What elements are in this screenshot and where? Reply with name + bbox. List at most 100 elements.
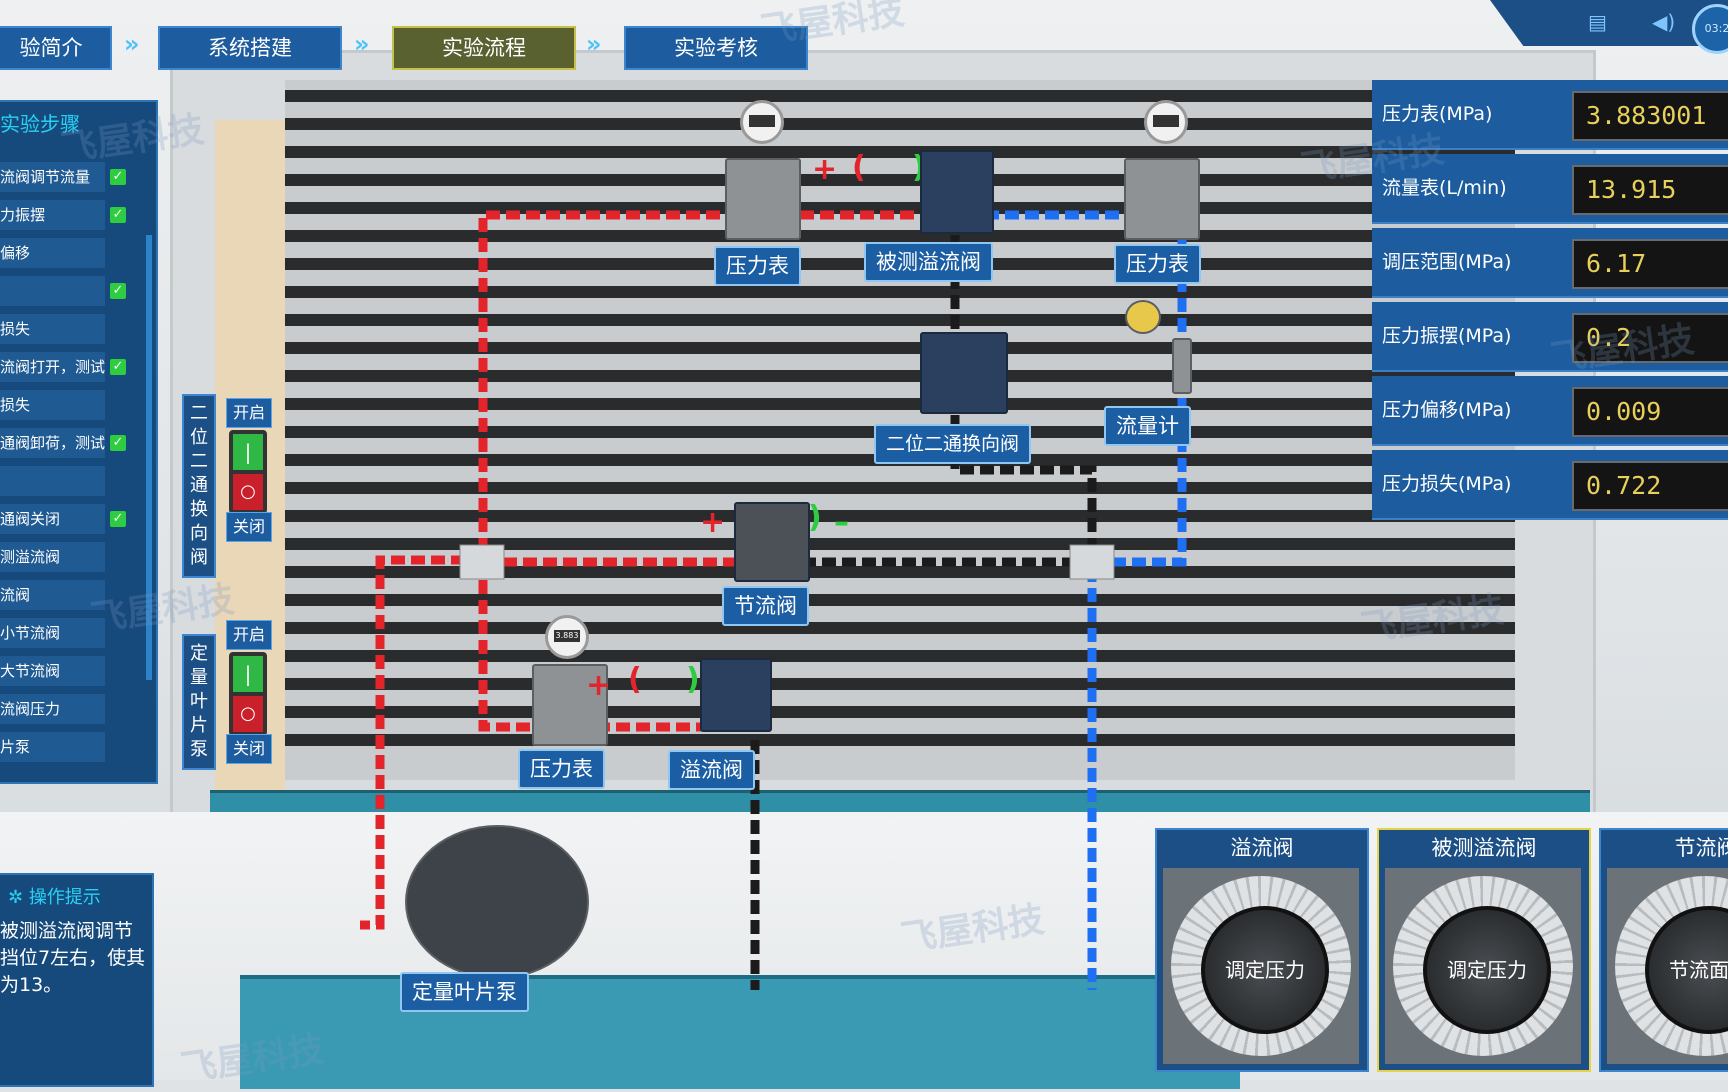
directional-valve[interactable] [920, 332, 1008, 414]
board-slat [285, 174, 1515, 186]
dial-face: 调定压力 [1163, 868, 1359, 1064]
reading-value: 3.883001 [1572, 91, 1728, 141]
dial-knob-label: 调定压力 [1225, 958, 1305, 982]
throttle-valve-label: 节流阀 [722, 586, 809, 626]
reading-row: 流量表(L/min)13.915 [1372, 154, 1728, 224]
blue-pipe-top [985, 210, 1187, 990]
hint-title: ✲ 操作提示 [8, 883, 101, 909]
checkmark-icon: ✓ [110, 359, 126, 375]
throttle-valve[interactable] [734, 502, 810, 582]
rotate-decrease-icon[interactable]: ) [686, 662, 700, 697]
pressure-gauge-1-icon[interactable] [740, 100, 784, 144]
step-row[interactable]: 力振摆 [0, 200, 105, 230]
step-row[interactable] [0, 276, 105, 306]
step-experiment-flow[interactable]: 实验流程 [392, 26, 576, 70]
step-row[interactable]: 大节流阀 [0, 656, 105, 686]
rotate-decrease-icon[interactable]: ) [808, 500, 822, 535]
reading-value: 0.009 [1572, 387, 1728, 437]
rotate-increase-icon[interactable]: ( [628, 662, 642, 697]
tested-relief-valve[interactable] [920, 150, 994, 234]
step-row[interactable]: 片泵 [0, 732, 105, 762]
board-slat [285, 230, 1515, 242]
dial-title: 节流阀 [1674, 836, 1728, 860]
checkmark-icon: ✓ [110, 207, 126, 223]
vane-pump-label: 定量叶片泵 [400, 972, 529, 1012]
step-assessment[interactable]: 实验考核 [624, 26, 808, 70]
step-row[interactable]: 通阀卸荷，测试 [0, 428, 105, 458]
directional-valve-label: 二位二通换向阀 [874, 424, 1032, 464]
checkmark-icon: ✓ [110, 511, 126, 527]
tee-left [459, 544, 505, 580]
reading-row: 压力表(MPa)3.883001 [1372, 80, 1728, 150]
step-row[interactable]: 小节流阀 [0, 618, 105, 648]
step-row[interactable]: 流阀 [0, 580, 105, 610]
dial-panel[interactable]: 溢流阀调定压力 [1155, 828, 1369, 1072]
step-row[interactable]: 流阀打开，测试 [0, 352, 105, 382]
increase-icon[interactable]: + [812, 152, 838, 187]
step-row[interactable] [0, 466, 105, 496]
dial-title: 被测溢流阀 [1431, 836, 1537, 860]
step-row[interactable]: 偏移 [0, 238, 105, 268]
dial-knob[interactable]: 调定压力 [1201, 906, 1329, 1034]
board-slat [285, 286, 1515, 298]
reading-row: 压力损失(MPa)0.722 [1372, 450, 1728, 520]
pump-switch[interactable]: | ○ [229, 652, 267, 736]
off-indicator-icon: ○ [233, 474, 263, 510]
dial-face: 调定压力 [1385, 868, 1581, 1064]
flowmeter-body [1172, 338, 1192, 394]
tested-relief-valve-label: 被测溢流阀 [864, 242, 993, 282]
vane-pump[interactable] [405, 825, 589, 979]
reading-row: 压力偏移(MPa) 0.009 [1372, 376, 1728, 446]
bench-top [210, 790, 1590, 815]
board-slat [285, 314, 1515, 326]
pressure-gauge-2-label: 压力表 [1114, 244, 1201, 284]
checkmark-icon: ✓ [110, 169, 126, 185]
increase-icon[interactable]: + [700, 505, 726, 540]
chevron-right-icon: » [124, 30, 140, 58]
clipboard-icon[interactable]: ▤ [1588, 10, 1607, 34]
directional-valve-on-button[interactable]: 开启 [226, 398, 272, 428]
board-slat [285, 566, 1515, 578]
reading-value: 0.722 [1572, 461, 1728, 511]
pump-switch-label: 定量叶片泵 [182, 634, 216, 770]
reading-row: 调压范围(MPa)6.17 [1372, 228, 1728, 298]
relief-valve[interactable] [700, 658, 772, 732]
pressure-gauge-3-block [532, 664, 608, 746]
board-slat [285, 650, 1515, 662]
pressure-gauge-1-block [725, 158, 801, 240]
speaker-icon[interactable]: ◀) [1652, 10, 1676, 34]
directional-valve-off-button[interactable]: 关闭 [226, 512, 272, 542]
step-row[interactable]: 通阀关闭 [0, 504, 105, 534]
pressure-gauge-3-label: 压力表 [518, 749, 605, 789]
board-slat [285, 398, 1515, 410]
rotate-increase-icon[interactable]: ( [852, 150, 866, 185]
dial-knob-label: 节流面积 [1669, 958, 1728, 982]
hint-text: 被测溢流阀调节挡位7左右，使其为13。 [0, 920, 146, 996]
increase-icon[interactable]: + [586, 668, 612, 703]
reading-name: 压力偏移(MPa) [1382, 399, 1512, 421]
step-intro[interactable]: 验简介 [0, 26, 112, 70]
relief-valve-label: 溢流阀 [668, 750, 755, 790]
pump-off-button[interactable]: 关闭 [226, 734, 272, 764]
flowmeter-icon [1125, 300, 1161, 334]
pump-on-button[interactable]: 开启 [226, 620, 272, 650]
step-row[interactable]: 损失 [0, 390, 105, 420]
step-system-build[interactable]: 系统搭建 [158, 26, 342, 70]
steps-scrollbar[interactable] [146, 235, 152, 680]
dial-knob-label: 调定压力 [1447, 958, 1527, 982]
step-row[interactable]: 流阀压力 [0, 694, 105, 724]
pressure-gauge-3-icon[interactable]: 3.883 [545, 615, 589, 659]
dial-panel[interactable]: 节流阀节流面积 [1599, 828, 1728, 1072]
dial-panel[interactable]: 被测溢流阀调定压力 [1377, 828, 1591, 1072]
step-row[interactable]: 损失 [0, 314, 105, 344]
decrease-icon[interactable]: – [834, 505, 849, 540]
dial-title: 溢流阀 [1230, 836, 1294, 860]
board-slat [285, 370, 1515, 382]
step-row[interactable]: 流阀调节流量 [0, 162, 105, 192]
step-row[interactable]: 测溢流阀 [0, 542, 105, 572]
dial-knob[interactable]: 调定压力 [1423, 906, 1551, 1034]
pressure-gauge-2-icon[interactable] [1144, 100, 1188, 144]
directional-valve-switch[interactable]: | ○ [229, 430, 267, 514]
reading-name: 调压范围(MPa) [1382, 251, 1512, 273]
reading-name: 流量表(L/min) [1382, 177, 1507, 199]
